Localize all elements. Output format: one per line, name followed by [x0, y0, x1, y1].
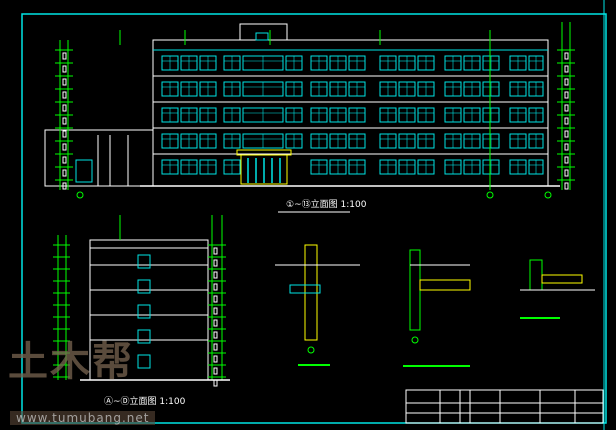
penthouse-window: [255, 32, 269, 41]
level-mark: [564, 169, 569, 177]
level-mark: [213, 331, 218, 339]
level-mark: [213, 343, 218, 351]
front-elevation-scale: 1:100: [340, 200, 367, 210]
front-elevation-title: ①~⑬立面图 1:100: [286, 199, 366, 211]
level-mark: [62, 130, 67, 138]
detail-2-wall: [409, 249, 421, 331]
level-mark: [564, 52, 569, 60]
level-mark: [62, 65, 67, 73]
level-mark: [213, 247, 218, 255]
front-elevation-title-text: ①~⑬立面图: [286, 200, 338, 210]
level-mark: [62, 156, 67, 164]
axis-bubble: [544, 191, 552, 199]
axis-bubble: [76, 191, 84, 199]
level-mark: [564, 130, 569, 138]
level-mark: [213, 355, 218, 363]
side-elevation-scale: 1:100: [159, 397, 186, 407]
level-mark: [62, 78, 67, 86]
axis-bubble: [486, 191, 494, 199]
side-window: [137, 329, 151, 344]
detail-3-step: [541, 274, 583, 284]
level-mark: [564, 78, 569, 86]
level-mark: [213, 379, 218, 387]
level-mark: [213, 319, 218, 327]
side-window: [137, 354, 151, 369]
entrance-frame: [240, 154, 288, 185]
side-elevation-title: Ⓐ~Ⓓ立面图 1:100: [104, 396, 185, 408]
level-mark: [62, 182, 67, 190]
title-block: [405, 389, 604, 424]
level-mark: [564, 104, 569, 112]
level-mark: [213, 283, 218, 291]
level-mark: [62, 169, 67, 177]
detail-1-bubble: [307, 346, 315, 354]
watermark-logo: 土木帮: [8, 338, 134, 385]
level-mark: [213, 259, 218, 267]
annex-outline: [44, 129, 154, 187]
level-mark: [564, 143, 569, 151]
detail-3-wall: [529, 259, 543, 291]
level-mark: [564, 91, 569, 99]
level-mark: [213, 367, 218, 375]
side-window: [137, 254, 151, 269]
detail-2-parapet: [419, 279, 471, 291]
level-mark: [213, 271, 218, 279]
level-mark: [213, 295, 218, 303]
level-mark: [62, 143, 67, 151]
roof-penthouse: [239, 23, 288, 41]
side-window: [137, 304, 151, 319]
level-mark: [62, 117, 67, 125]
watermark-url: www.tumubang.net: [10, 411, 156, 425]
level-mark: [564, 117, 569, 125]
side-elevation-title-text: Ⓐ~Ⓓ立面图: [104, 397, 157, 407]
level-mark: [62, 91, 67, 99]
annex-door: [75, 159, 93, 183]
level-mark: [564, 65, 569, 73]
level-mark: [62, 52, 67, 60]
drawing-frame: [21, 13, 607, 424]
side-window: [137, 279, 151, 294]
level-mark: [564, 182, 569, 190]
level-mark: [62, 104, 67, 112]
detail-2-bubble: [411, 336, 419, 344]
level-mark: [213, 307, 218, 315]
detail-1-beam: [289, 284, 321, 294]
level-mark: [564, 156, 569, 164]
